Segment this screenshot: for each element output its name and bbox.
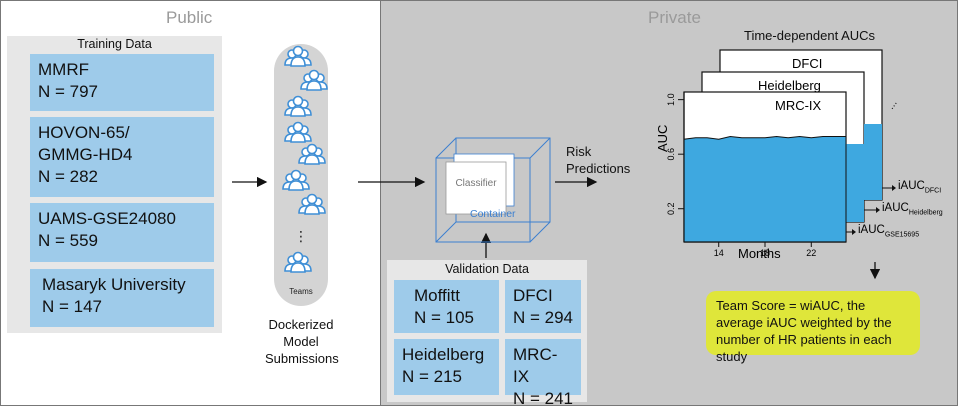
dataset-name: Masaryk University xyxy=(42,275,186,294)
auc-ylabel: AUC xyxy=(655,124,670,152)
iauc-base: iAUC xyxy=(858,224,885,236)
iauc-sub: GSE15695 xyxy=(884,231,920,239)
training-card-mmrf: MMRF N = 797 xyxy=(30,54,214,111)
dataset-n: N = 105 xyxy=(414,308,475,327)
card-dfci-fill xyxy=(864,124,882,200)
iauc-heidelberg: iAUCHeidelberg xyxy=(882,202,943,216)
training-card-uams: UAMS-GSE24080 N = 559 xyxy=(30,203,214,262)
container-label: Container xyxy=(470,208,516,220)
x-axis-ticks: 14 18 22 xyxy=(714,242,816,258)
y-tick-label: 0.6 xyxy=(666,148,676,161)
auc-xlabel: Months xyxy=(738,246,781,261)
validation-card-mrcix: MRC-IX N = 241 xyxy=(505,339,581,408)
dataset-n: N = 294 xyxy=(513,308,574,327)
dataset-name: MMRF xyxy=(38,60,89,79)
training-card-masaryk: Masaryk University N = 147 xyxy=(30,269,214,327)
validation-card-heidelberg: Heidelberg N = 215 xyxy=(394,339,499,395)
private-title: Private xyxy=(648,8,701,27)
training-data-title: Training Data xyxy=(77,37,152,51)
auc-area-mrcix xyxy=(683,135,847,243)
classifier-box xyxy=(445,153,515,215)
auc-chart: 0.2 0.6 1.0 14 18 22 ... xyxy=(666,49,900,258)
card-label-dfci: DFCI xyxy=(792,56,823,71)
x-tick-label: 14 xyxy=(714,248,724,258)
classifier-label: Classifier xyxy=(455,178,497,189)
validation-data-title: Validation Data xyxy=(445,262,529,276)
y-axis-ticks: 0.2 0.6 1.0 xyxy=(666,93,684,215)
teams-ellipsis: ⋮ xyxy=(294,228,308,244)
iauc-sub: Heidelberg xyxy=(908,209,943,217)
iauc-sub: DFCI xyxy=(924,187,942,195)
validation-card-moffitt: Moffitt N = 105 xyxy=(394,280,499,333)
dataset-name: DFCI xyxy=(513,286,553,305)
dataset-n: N = 215 xyxy=(402,367,463,386)
team-score-box: Team Score = wiAUC, the average iAUC wei… xyxy=(706,291,920,364)
iauc-base: iAUC xyxy=(882,202,909,214)
dataset-n: N = 147 xyxy=(42,297,103,316)
card-label-mrcix: MRC-IX xyxy=(775,98,822,113)
dataset-name: Moffitt xyxy=(414,286,460,305)
y-tick-label: 0.2 xyxy=(666,202,676,215)
card-label-heidelberg: Heidelberg xyxy=(758,78,821,93)
more-cards-ellipsis: ... xyxy=(885,97,900,111)
training-card-hovon: HOVON-65/ GMMG-HD4 N = 282 xyxy=(30,117,214,197)
dataset-n: N = 559 xyxy=(38,231,99,250)
validation-card-dfci: DFCI N = 294 xyxy=(505,280,581,333)
card-heidelberg-fill xyxy=(846,144,864,222)
iauc-dfci: iAUCDFCI xyxy=(898,180,941,194)
dataset-name: UAMS-GSE24080 xyxy=(38,209,176,228)
x-tick-label: 18 xyxy=(760,248,770,258)
iauc-base: iAUC xyxy=(898,180,925,192)
dataset-name: HOVON-65/ GMMG-HD4 xyxy=(38,123,133,164)
teams-label: Teams xyxy=(289,287,313,296)
y-tick-label: 1.0 xyxy=(666,93,676,106)
public-title: Public xyxy=(166,8,213,27)
dataset-n: N = 797 xyxy=(38,82,99,101)
dataset-name: MRC-IX xyxy=(513,345,558,386)
x-tick-label: 22 xyxy=(806,248,816,258)
auc-chart-title: Time-dependent AUCs xyxy=(744,28,876,43)
submissions-caption: Dockerized Model Submissions xyxy=(265,317,339,366)
risk-predictions-label: Risk Predictions xyxy=(566,144,631,176)
dataset-name: Heidelberg xyxy=(402,345,485,364)
dataset-n: N = 282 xyxy=(38,167,99,186)
iauc-gse: iAUCGSE15695 xyxy=(858,224,919,238)
dataset-n: N = 241 xyxy=(513,389,574,408)
